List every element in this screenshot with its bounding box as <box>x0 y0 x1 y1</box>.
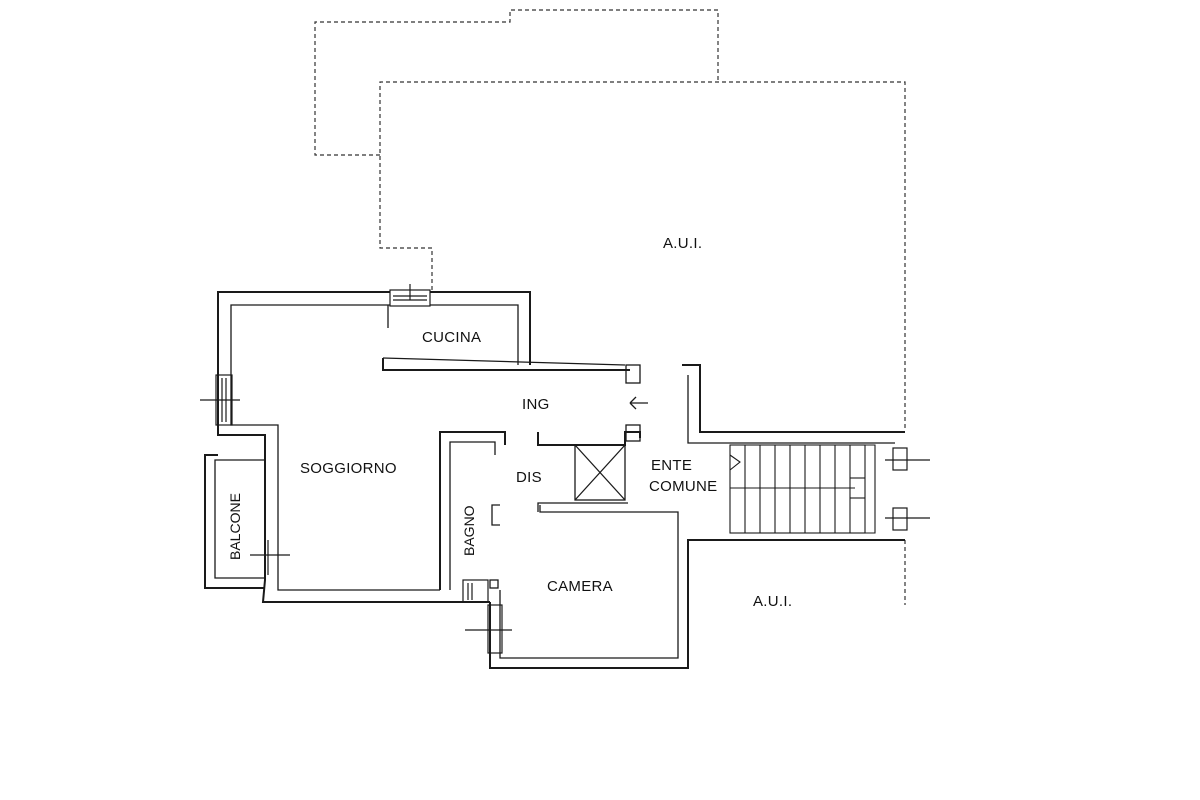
outer-walls <box>204 291 905 669</box>
label-comune: COMUNE <box>649 478 717 495</box>
label-bagno: BAGNO <box>461 505 477 556</box>
label-aui-bottom: A.U.I. <box>753 593 792 610</box>
staircase <box>729 444 876 534</box>
label-ing: ING <box>522 396 550 413</box>
label-balcone: BALCONE <box>227 493 243 560</box>
label-dis: DIS <box>516 469 542 486</box>
label-soggiorno: SOGGIORNO <box>300 460 397 477</box>
label-ente: ENTE <box>651 457 692 474</box>
aui-boundary-dashed <box>314 9 906 605</box>
label-cucina: CUCINA <box>422 329 481 346</box>
label-camera: CAMERA <box>547 578 613 595</box>
windows <box>200 284 930 654</box>
label-aui-top: A.U.I. <box>663 235 702 252</box>
